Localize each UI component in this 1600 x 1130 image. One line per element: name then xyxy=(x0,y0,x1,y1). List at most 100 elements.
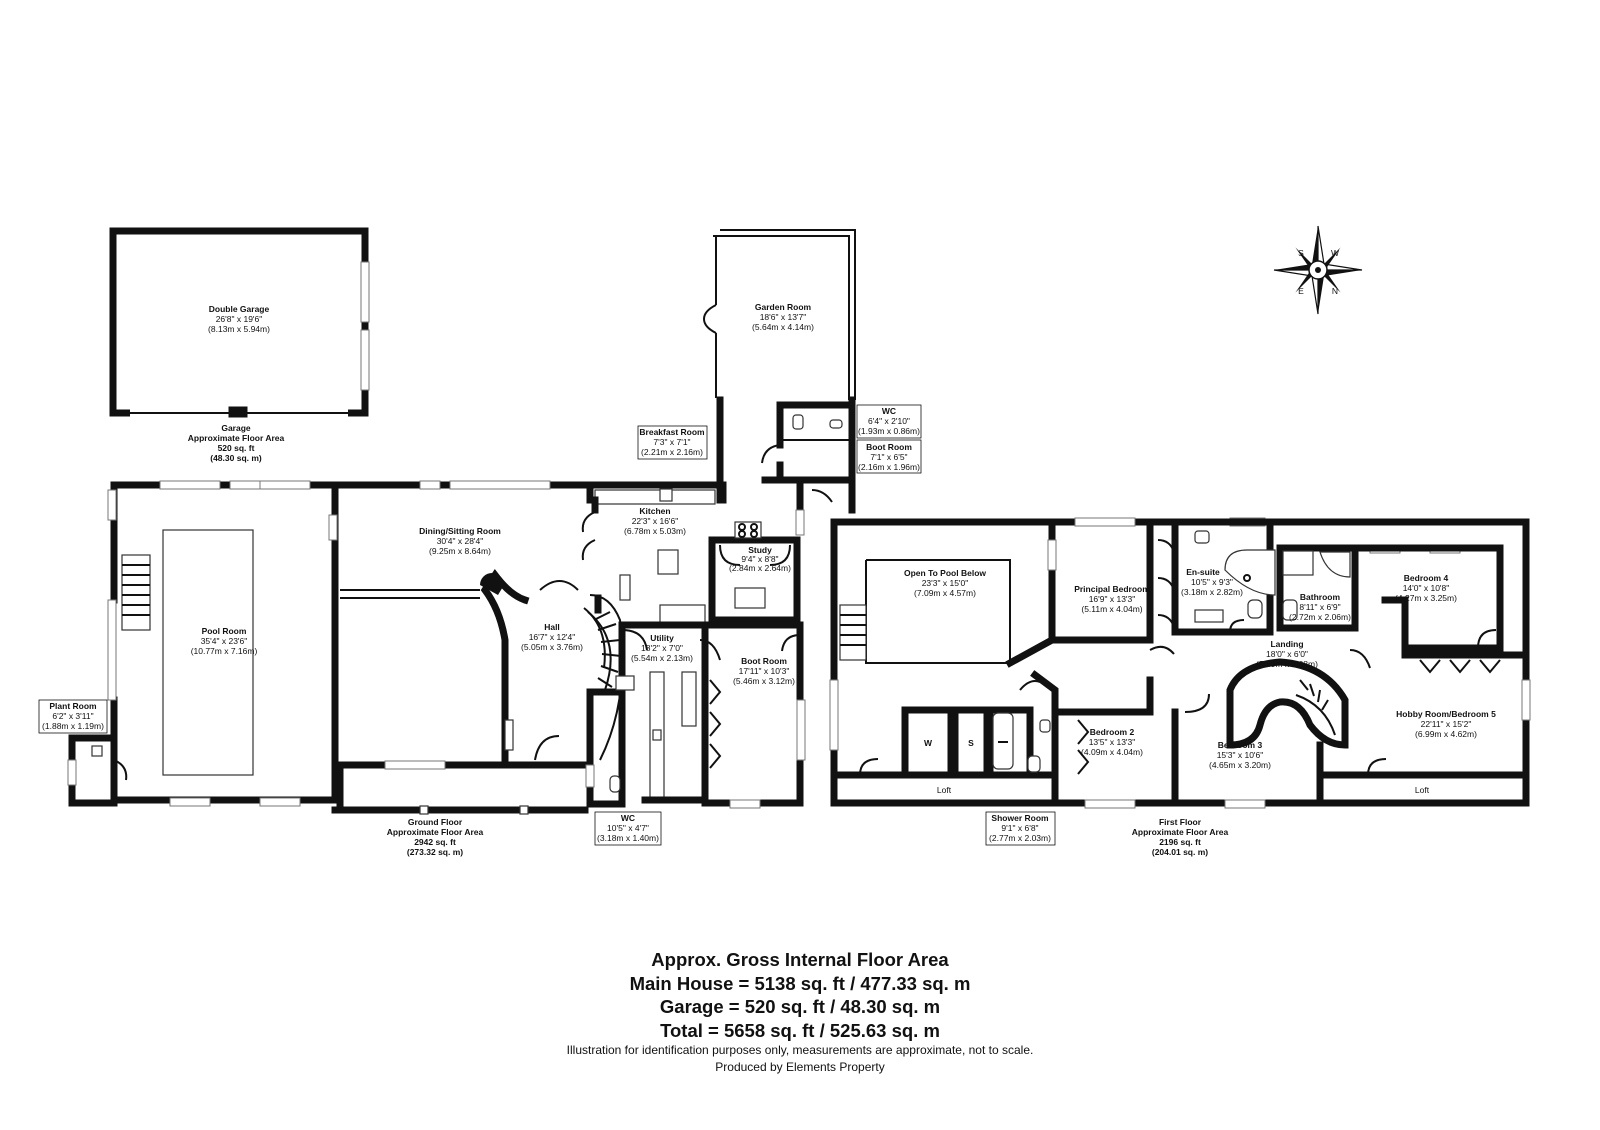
svg-text:(1.93m x 0.86m): (1.93m x 0.86m) xyxy=(858,426,920,436)
svg-text:Ground Floor: Ground Floor xyxy=(408,817,463,827)
garage-structure xyxy=(109,227,370,418)
summary-total: Total = 5658 sq. ft / 525.63 sq. m xyxy=(660,1019,940,1041)
svg-text:Double Garage: Double Garage xyxy=(209,304,270,314)
svg-text:Garden Room: Garden Room xyxy=(755,302,812,312)
svg-text:17'11" x 10'3": 17'11" x 10'3" xyxy=(739,666,790,676)
svg-text:6'4" x 2'10": 6'4" x 2'10" xyxy=(868,416,910,426)
svg-text:Boot Room: Boot Room xyxy=(866,442,912,452)
svg-text:Dining/Sitting Room: Dining/Sitting Room xyxy=(419,526,501,536)
room-wc-upper: WC 6'4" x 2'10" (1.93m x 0.86m) xyxy=(858,406,920,436)
boot-upper-label-box xyxy=(856,439,922,474)
room-bathroom: Bathroom 8'11" x 6'9" (2.72m x 2.06m) xyxy=(1289,592,1351,622)
svg-text:(2.16m x 1.96m): (2.16m x 1.96m) xyxy=(858,462,920,472)
room-landing: Landing 18'0" x 6'0" (5.49m x 2.08m) xyxy=(1256,639,1318,669)
loft-label-left: Loft xyxy=(937,785,952,795)
plant-label-box xyxy=(38,699,108,734)
svg-text:Approximate Floor Area: Approximate Floor Area xyxy=(1132,827,1229,837)
room-open-pool: Open To Pool Below 23'3" x 15'0" (7.09m … xyxy=(904,568,986,598)
room-garden-room: Garden Room 18'6" x 13'7" (5.64m x 4.14m… xyxy=(752,302,814,332)
room-boot-upper: Boot Room 7'1" x 6'5" (2.16m x 1.96m) xyxy=(858,442,920,472)
svg-text:Breakfast Room: Breakfast Room xyxy=(639,427,705,437)
compass-rose: N E S W xyxy=(1273,225,1363,315)
svg-text:Bathroom: Bathroom xyxy=(1300,592,1341,602)
floor-area-garage: Garage Approximate Floor Area 520 sq. ft… xyxy=(188,423,285,463)
svg-text:Hall: Hall xyxy=(544,622,560,632)
svg-text:14'0" x 10'8": 14'0" x 10'8" xyxy=(1403,583,1450,593)
summary-garage: Garage = 520 sq. ft / 48.30 sq. m xyxy=(659,996,941,1017)
svg-text:26'8" x 19'6": 26'8" x 19'6" xyxy=(216,314,263,324)
wc-upper-label-box xyxy=(856,404,922,439)
svg-text:(8.13m x 5.94m): (8.13m x 5.94m) xyxy=(208,324,270,334)
svg-text:(2.21m x 2.16m): (2.21m x 2.16m) xyxy=(641,447,703,457)
room-breakfast-room: Breakfast Room 7'3" x 7'1" (2.21m x 2.16… xyxy=(639,427,705,457)
room-pool-room: Pool Room 35'4" x 23'6" (10.77m x 7.16m) xyxy=(191,626,258,656)
summary-disclaimer: Illustration for identification purposes… xyxy=(566,1043,1034,1057)
svg-text:(3.18m x 2.82m): (3.18m x 2.82m) xyxy=(1181,587,1243,597)
svg-text:35'4" x 23'6": 35'4" x 23'6" xyxy=(201,636,248,646)
room-ensuite: En-suite 10'5" x 9'3" (3.18m x 2.82m) xyxy=(1181,567,1243,597)
room-study: Study 9'4" x 8'8" (2.84m x 2.64m) xyxy=(729,545,791,573)
summary-main-house: Main House = 5138 sq. ft / 477.33 sq. m xyxy=(629,972,971,994)
compass-w: W xyxy=(1331,248,1339,258)
svg-text:9'1" x 6'8": 9'1" x 6'8" xyxy=(1001,823,1038,833)
svg-text:(2.77m x 2.03m): (2.77m x 2.03m) xyxy=(989,833,1051,843)
svg-text:Hobby Room/Bedroom 5: Hobby Room/Bedroom 5 xyxy=(1396,709,1496,719)
svg-text:30'4" x 28'4": 30'4" x 28'4" xyxy=(437,536,484,546)
svg-text:10'5" x 9'3": 10'5" x 9'3" xyxy=(1191,577,1233,587)
room-bedroom3: Bedroom 3 15'3" x 10'6" (4.65m x 3.20m) xyxy=(1209,740,1271,770)
room-kitchen: Kitchen 22'3" x 16'6" (6.78m x 5.03m) xyxy=(624,506,686,536)
room-principal: Principal Bedroom 16'9" x 13'3" (5.11m x… xyxy=(1074,584,1150,614)
svg-text:(6.99m x 4.62m): (6.99m x 4.62m) xyxy=(1415,729,1477,739)
svg-text:(3.18m x 1.40m): (3.18m x 1.40m) xyxy=(597,833,659,843)
svg-text:(2.84m x 2.64m): (2.84m x 2.64m) xyxy=(729,563,791,573)
svg-text:10'5" x 4'7": 10'5" x 4'7" xyxy=(607,823,649,833)
svg-text:18'0" x 6'0": 18'0" x 6'0" xyxy=(1266,649,1308,659)
svg-text:(273.32 sq. m): (273.32 sq. m) xyxy=(407,847,463,857)
svg-text:Utility: Utility xyxy=(650,633,674,643)
svg-text:Open To Pool Below: Open To Pool Below xyxy=(904,568,986,578)
svg-text:(9.25m x 8.64m): (9.25m x 8.64m) xyxy=(429,546,491,556)
svg-text:Garage: Garage xyxy=(221,423,251,433)
svg-text:23'3" x 15'0": 23'3" x 15'0" xyxy=(922,578,969,588)
room-double-garage: Double Garage 26'8" x 19'6" (8.13m x 5.9… xyxy=(208,304,270,334)
garden-room-structure xyxy=(703,229,856,514)
svg-text:Approximate Floor Area: Approximate Floor Area xyxy=(387,827,484,837)
room-utility: Utility 18'2" x 7'0" (5.54m x 2.13m) xyxy=(631,633,693,663)
svg-text:First Floor: First Floor xyxy=(1159,817,1202,827)
svg-text:7'1" x 6'5": 7'1" x 6'5" xyxy=(870,452,907,462)
svg-text:13'5" x 13'3": 13'5" x 13'3" xyxy=(1089,737,1136,747)
room-dining: Dining/Sitting Room 30'4" x 28'4" (9.25m… xyxy=(419,526,501,556)
compass-e: E xyxy=(1298,286,1304,296)
compass-s: S xyxy=(1298,248,1304,258)
svg-text:Kitchen: Kitchen xyxy=(639,506,670,516)
svg-text:22'3" x 16'6": 22'3" x 16'6" xyxy=(632,516,679,526)
svg-text:2196 sq. ft: 2196 sq. ft xyxy=(1159,837,1201,847)
svg-text:Principal Bedroom: Principal Bedroom xyxy=(1074,584,1150,594)
svg-text:Bedroom 2: Bedroom 2 xyxy=(1090,727,1135,737)
room-boot-lower: Boot Room 17'11" x 10'3" (5.46m x 3.12m) xyxy=(733,656,795,686)
svg-text:22'11" x 15'2": 22'11" x 15'2" xyxy=(1421,719,1472,729)
svg-text:16'7" x 12'4": 16'7" x 12'4" xyxy=(529,632,576,642)
svg-text:7'3" x 7'1": 7'3" x 7'1" xyxy=(653,437,690,447)
svg-text:(5.54m x 2.13m): (5.54m x 2.13m) xyxy=(631,653,693,663)
svg-text:18'6" x 13'7": 18'6" x 13'7" xyxy=(760,312,807,322)
room-hall: Hall 16'7" x 12'4" (5.05m x 3.76m) xyxy=(521,622,583,652)
svg-text:(48.30 sq. m): (48.30 sq. m) xyxy=(210,453,262,463)
wc-lower-label-box xyxy=(594,811,662,846)
svg-text:Landing: Landing xyxy=(1270,639,1303,649)
wardrobe-label: W xyxy=(924,738,933,748)
svg-text:WC: WC xyxy=(621,813,635,823)
svg-text:Study: Study xyxy=(748,545,772,555)
svg-text:(4.09m x 4.04m): (4.09m x 4.04m) xyxy=(1081,747,1143,757)
floor-area-first: First Floor Approximate Floor Area 2196 … xyxy=(1132,817,1229,857)
svg-text:(5.11m x 4.04m): (5.11m x 4.04m) xyxy=(1081,604,1142,614)
room-hobby: Hobby Room/Bedroom 5 22'11" x 15'2" (6.9… xyxy=(1396,709,1496,739)
svg-text:8'11" x 6'9": 8'11" x 6'9" xyxy=(1299,602,1340,612)
svg-text:(6.78m x 5.03m): (6.78m x 5.03m) xyxy=(624,526,686,536)
svg-text:Plant Room: Plant Room xyxy=(49,701,97,711)
svg-text:(7.09m x 4.57m): (7.09m x 4.57m) xyxy=(914,588,976,598)
area-summary: Approx. Gross Internal Floor Area Main H… xyxy=(420,948,1180,1076)
svg-text:Shower Room: Shower Room xyxy=(991,813,1049,823)
svg-text:Bedroom 4: Bedroom 4 xyxy=(1404,573,1449,583)
room-shower: Shower Room 9'1" x 6'8" (2.77m x 2.03m) xyxy=(989,813,1051,843)
